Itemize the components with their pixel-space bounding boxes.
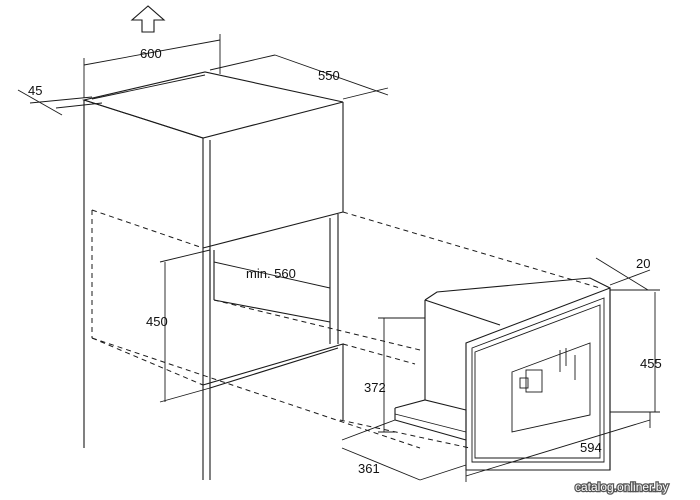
- cabinet: [81, 71, 344, 480]
- dim-450-label: 450: [146, 314, 168, 329]
- dim-361-label: 361: [358, 461, 380, 476]
- dim-min-560-label: min. 560: [246, 266, 296, 281]
- dim-550-label: 550: [318, 68, 340, 83]
- dim-361: 361: [341, 419, 467, 481]
- dim-594: 594: [465, 412, 651, 482]
- dim-20-label: 20: [636, 256, 650, 271]
- dim-450: 450: [146, 249, 211, 403]
- watermark: catalog.onliner.by: [575, 480, 668, 494]
- dim-550: 550: [209, 54, 389, 100]
- dim-594-label: 594: [580, 440, 602, 455]
- dim-372: 372: [364, 317, 425, 433]
- dim-455: 455: [610, 289, 662, 413]
- dim-45-label: 45: [28, 83, 42, 98]
- dim-45: 45: [17, 83, 103, 116]
- dim-600-label: 600: [140, 46, 162, 61]
- dim-455-label: 455: [640, 356, 662, 371]
- dim-20: 20: [595, 256, 650, 291]
- coffee-machine: [394, 277, 611, 471]
- dim-min-560: min. 560: [213, 261, 331, 289]
- dim-372-label: 372: [364, 380, 386, 395]
- dim-600: 600: [83, 34, 221, 98]
- niche-outline: [91, 209, 601, 449]
- up-arrow-icon: [130, 5, 166, 33]
